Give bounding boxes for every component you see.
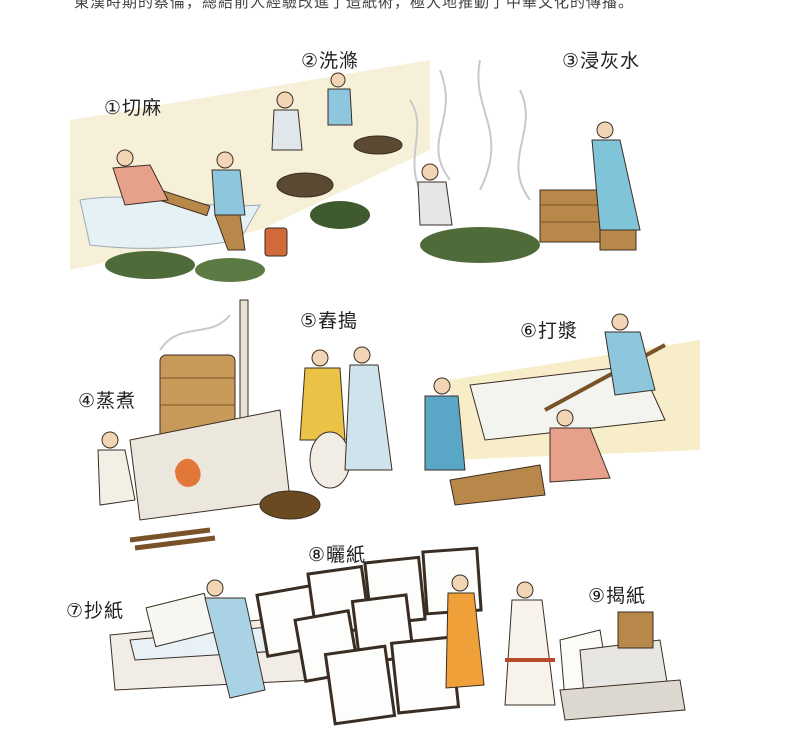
step-label-4: ④蒸煮	[78, 390, 137, 412]
scene-pounding	[299, 346, 393, 489]
step-label-7: ⑦抄紙	[66, 600, 125, 622]
step-label-3: ③浸灰水	[562, 50, 641, 72]
scene-steaming	[97, 299, 321, 551]
scene-soaking-lime	[409, 59, 641, 263]
header-caption: 東漢時期的蔡倫，總結前人經驗改進了造紙術，極大地推動了中華文化的傳播。	[74, 0, 635, 11]
step-label-2: ②洗滌	[301, 50, 360, 72]
scene-washing	[271, 72, 403, 229]
step-label-5: ⑤舂搗	[300, 310, 359, 332]
step-label-6: ⑥打漿	[520, 320, 579, 342]
step-label-1: ①切麻	[104, 97, 163, 119]
step-label-9: ⑨揭紙	[588, 585, 647, 607]
scene-peeling-paper	[504, 581, 686, 721]
step-label-8: ⑧曬紙	[308, 544, 367, 566]
scene-beating-pulp	[424, 313, 700, 506]
scene-drying-paper	[255, 546, 485, 726]
